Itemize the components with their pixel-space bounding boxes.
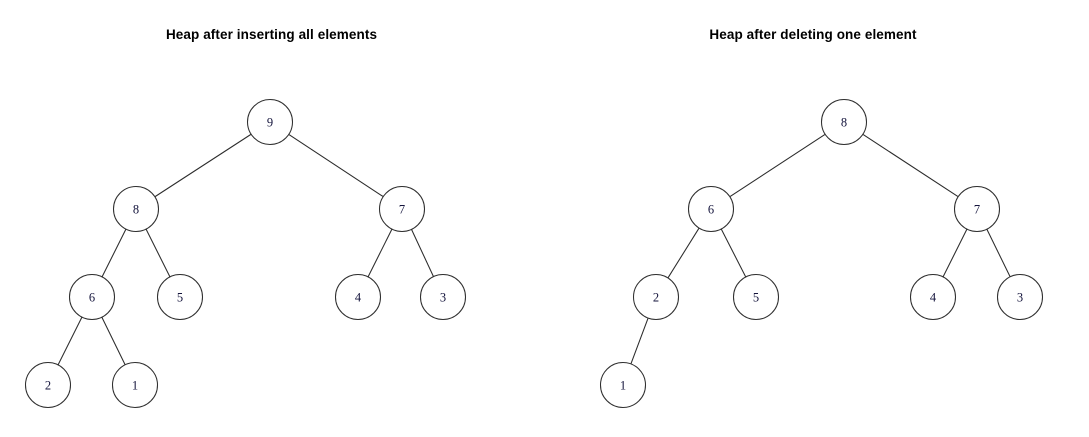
tree-edge (154, 133, 252, 198)
node-label: 2 (45, 379, 51, 393)
node-label: 8 (841, 116, 847, 130)
node-circle (246, 98, 294, 146)
node-circle (24, 361, 72, 409)
node-label: 2 (653, 291, 659, 305)
tree-edge (145, 228, 171, 278)
node-label: 6 (708, 203, 714, 217)
tree-edge (288, 133, 384, 198)
node-circle (909, 273, 957, 321)
node-label: 3 (1017, 291, 1023, 305)
node-label: 1 (132, 379, 138, 393)
node-label: 3 (440, 291, 446, 305)
node-circle (156, 273, 204, 321)
node-label: 4 (355, 291, 362, 305)
node-label: 5 (177, 291, 183, 305)
tree-node: 6 (687, 185, 735, 233)
tree-edge (411, 229, 434, 277)
tree-edge (667, 227, 700, 279)
panel-title-insert: Heap after inserting all elements (165, 27, 378, 42)
tree-node: 1 (599, 361, 647, 409)
tree-edge (986, 228, 1011, 278)
tree-node: 8 (112, 185, 160, 233)
panel-title-delete: Heap after deleting one element (709, 27, 917, 42)
node-label: 8 (133, 203, 139, 217)
tree-node: 4 (909, 273, 957, 321)
tree-edge (862, 133, 959, 198)
node-circle (599, 361, 647, 409)
node-label: 6 (89, 291, 95, 305)
node-circle (419, 273, 467, 321)
panel-heap-after-delete: Heap after deleting one element 8 6 7 2 5 4 3 1 (545, 0, 1089, 437)
tree-edge (942, 228, 968, 278)
node-circle (820, 98, 868, 146)
tree-edge (630, 317, 649, 365)
tree-node: 1 (111, 361, 159, 409)
tree-edge (101, 228, 127, 278)
node-circle (632, 273, 680, 321)
tree-edge (729, 133, 826, 198)
tree-edge (101, 316, 126, 366)
node-label: 9 (267, 116, 273, 130)
tree-node: 7 (378, 185, 426, 233)
node-circle (378, 185, 426, 233)
node-circle (687, 185, 735, 233)
tree-node: 5 (156, 273, 204, 321)
node-label: 7 (974, 203, 980, 217)
node-circle (68, 273, 116, 321)
tree-node: 4 (334, 273, 382, 321)
node-label: 7 (399, 203, 405, 217)
tree-node: 7 (953, 185, 1001, 233)
node-circle (334, 273, 382, 321)
tree-node: 2 (632, 273, 680, 321)
node-circle (732, 273, 780, 321)
node-label: 5 (753, 291, 759, 305)
tree-node: 8 (820, 98, 868, 146)
node-circle (996, 273, 1044, 321)
tree-node: 9 (246, 98, 294, 146)
tree-node: 2 (24, 361, 72, 409)
node-circle (111, 361, 159, 409)
tree-diagram-insert: 9 8 7 6 5 4 3 2 1 (24, 98, 467, 409)
tree-node: 3 (996, 273, 1044, 321)
tree-node: 5 (732, 273, 780, 321)
tree-node: 3 (419, 273, 467, 321)
node-circle (112, 185, 160, 233)
tree-edge (57, 316, 83, 366)
tree-node: 6 (68, 273, 116, 321)
tree-diagram-delete: 8 6 7 2 5 4 3 1 (599, 98, 1044, 409)
node-label: 4 (930, 291, 937, 305)
node-label: 1 (620, 379, 626, 393)
tree-edge (367, 228, 393, 278)
panel-heap-after-insert: Heap after inserting all elements 9 8 7 6 5 4… (24, 27, 467, 409)
node-circle (953, 185, 1001, 233)
tree-edge (720, 228, 747, 278)
